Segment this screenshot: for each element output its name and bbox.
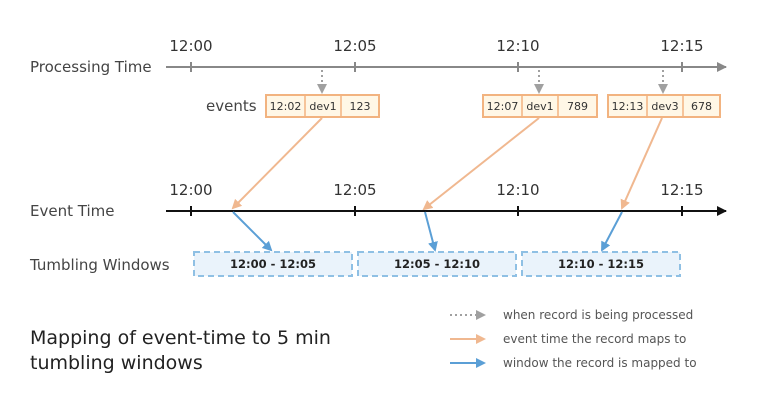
event-time-cell: 12:13: [612, 100, 644, 113]
caption-line-1: Mapping of event-time to 5 min: [30, 327, 331, 349]
window-box: 12:00 - 12:05: [193, 251, 353, 277]
window-label: 12:10 - 12:15: [558, 257, 644, 271]
event-value-cell: 123: [350, 100, 371, 113]
event-record: 12:13 dev3 678: [607, 94, 721, 118]
window-box: 12:05 - 12:10: [357, 251, 517, 277]
window-arrow: [601, 211, 623, 252]
processing-time-label: Processing Time: [30, 58, 152, 76]
processing-tick-label: 12:10: [496, 37, 539, 55]
event-tick-label: 12:05: [333, 181, 376, 199]
window-box: 12:10 - 12:15: [521, 251, 681, 277]
event-tick-label: 12:10: [496, 181, 539, 199]
legend-event-time-text: event time the record maps to: [503, 332, 686, 346]
event-time-arrow: [620, 117, 663, 210]
event-record: 12:02 dev1 123: [265, 94, 380, 118]
event-device-cell: dev3: [651, 100, 678, 113]
event-device-cell: dev1: [526, 100, 553, 113]
legend-processed-text: when record is being processed: [503, 308, 693, 322]
event-time-cell: 12:07: [487, 100, 519, 113]
event-record: 12:07 dev1 789: [482, 94, 598, 118]
caption-line-2: tumbling windows: [30, 352, 203, 374]
event-time-label: Event Time: [30, 202, 114, 220]
tumbling-windows-label: Tumbling Windows: [29, 256, 170, 274]
event-time-arrow: [422, 117, 540, 211]
window-label: 12:05 - 12:10: [394, 257, 480, 271]
events-label: events: [206, 97, 257, 115]
processing-tick-label: 12:15: [660, 37, 703, 55]
event-time-cell: 12:02: [270, 100, 302, 113]
processing-ticks: [190, 62, 683, 72]
event-time-arrow: [231, 117, 323, 210]
event-value-cell: 789: [567, 100, 588, 113]
legend-window-text: window the record is mapped to: [503, 356, 697, 370]
event-value-cell: 678: [691, 100, 712, 113]
processing-tick-label: 12:05: [333, 37, 376, 55]
window-arrow: [232, 211, 273, 252]
window-label: 12:00 - 12:05: [230, 257, 316, 271]
event-device-cell: dev1: [309, 100, 336, 113]
window-arrow: [424, 211, 438, 252]
processing-tick-label: 12:00: [169, 37, 212, 55]
legend: when record is being processed event tim…: [450, 308, 697, 370]
event-ticks: [190, 206, 683, 216]
event-tick-label: 12:15: [660, 181, 703, 199]
event-tick-label: 12:00: [169, 181, 212, 199]
